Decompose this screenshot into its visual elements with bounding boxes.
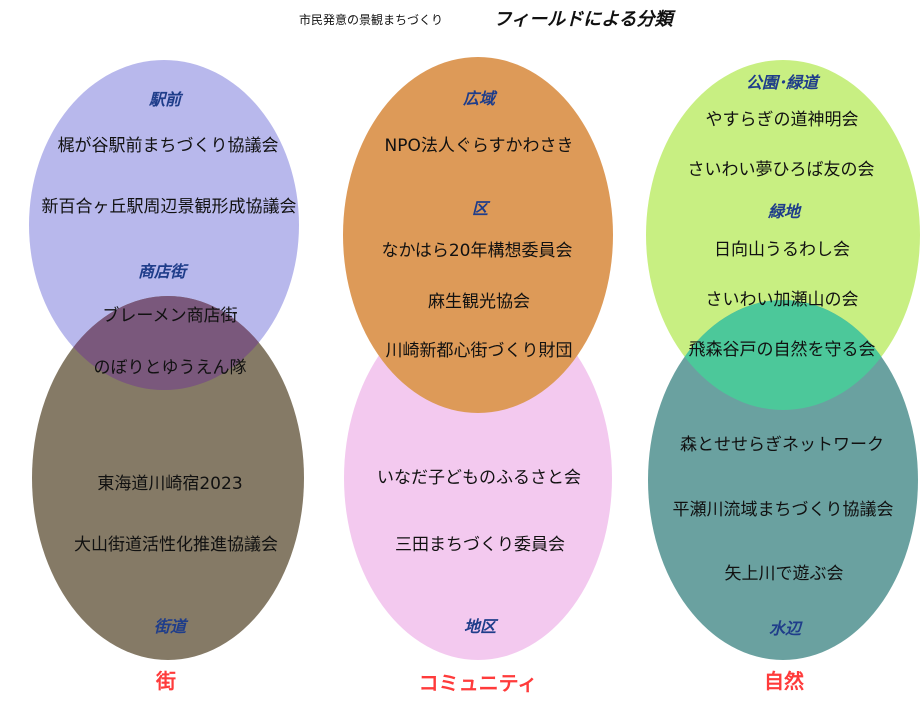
org-item: 東海道川崎宿2023 (97, 474, 243, 494)
sub-label-ku: 区 (471, 199, 489, 218)
org-item: 大山街道活性化推進協議会 (74, 535, 278, 555)
org-item: のぼりとゆうえん隊 (93, 358, 247, 378)
org-item: さいわい加瀬山の会 (705, 290, 859, 310)
water-ellipse (648, 300, 918, 660)
org-item: 三田まちづくり委員会 (395, 535, 565, 555)
sub-label-koiki: 広域 (462, 89, 496, 108)
org-item: いなだ子どものふるさと会 (377, 468, 581, 488)
sub-label-shotengai: 商店街 (137, 262, 187, 281)
kaido-ellipse (32, 296, 304, 660)
green-ellipse (646, 60, 920, 410)
org-item: ブレーメン商店街 (102, 306, 238, 326)
org-item: 新百合ヶ丘駅周辺景観形成協議会 (41, 197, 297, 217)
ekimae-ellipse (29, 60, 299, 390)
title-prefix: 市民発意の景観まちづくり (298, 13, 444, 27)
org-item: やすらぎの道神明会 (705, 110, 859, 130)
field-label-shizen: 自然 (764, 669, 804, 693)
sub-label-chiku: 地区 (463, 617, 497, 636)
field-label-community: コミュニティ (418, 671, 538, 695)
org-item: なかはら20年構想委員会 (381, 241, 573, 261)
org-item: 平瀬川流域まちづくり協議会 (672, 500, 894, 520)
org-item: 川崎新都心街づくり財団 (385, 341, 573, 361)
org-item: 飛森谷戸の自然を守る会 (688, 340, 876, 360)
sub-label-park: 公園･緑道 (745, 73, 819, 92)
org-item: NPO法人ぐらすかわさき (384, 136, 574, 156)
sub-label-ekimae: 駅前 (148, 90, 182, 109)
field-label-machi: 街 (156, 669, 176, 693)
sub-label-water: 水辺 (768, 619, 802, 638)
page-title: フィールドによる分類 (493, 9, 673, 30)
sub-label-ryokuchi: 緑地 (767, 202, 801, 221)
org-item: 矢上川で遊ぶ会 (724, 564, 844, 584)
org-item: 森とせせらぎネットワーク (680, 435, 884, 455)
sub-label-kaido: 街道 (153, 617, 187, 636)
koiki-ellipse (343, 57, 613, 413)
org-item: 梶が谷駅前まちづくり協議会 (57, 136, 279, 156)
org-item: 日向山うるわし会 (714, 240, 850, 260)
org-item: 麻生観光協会 (428, 292, 530, 312)
org-item: さいわい夢ひろば友の会 (687, 160, 875, 180)
